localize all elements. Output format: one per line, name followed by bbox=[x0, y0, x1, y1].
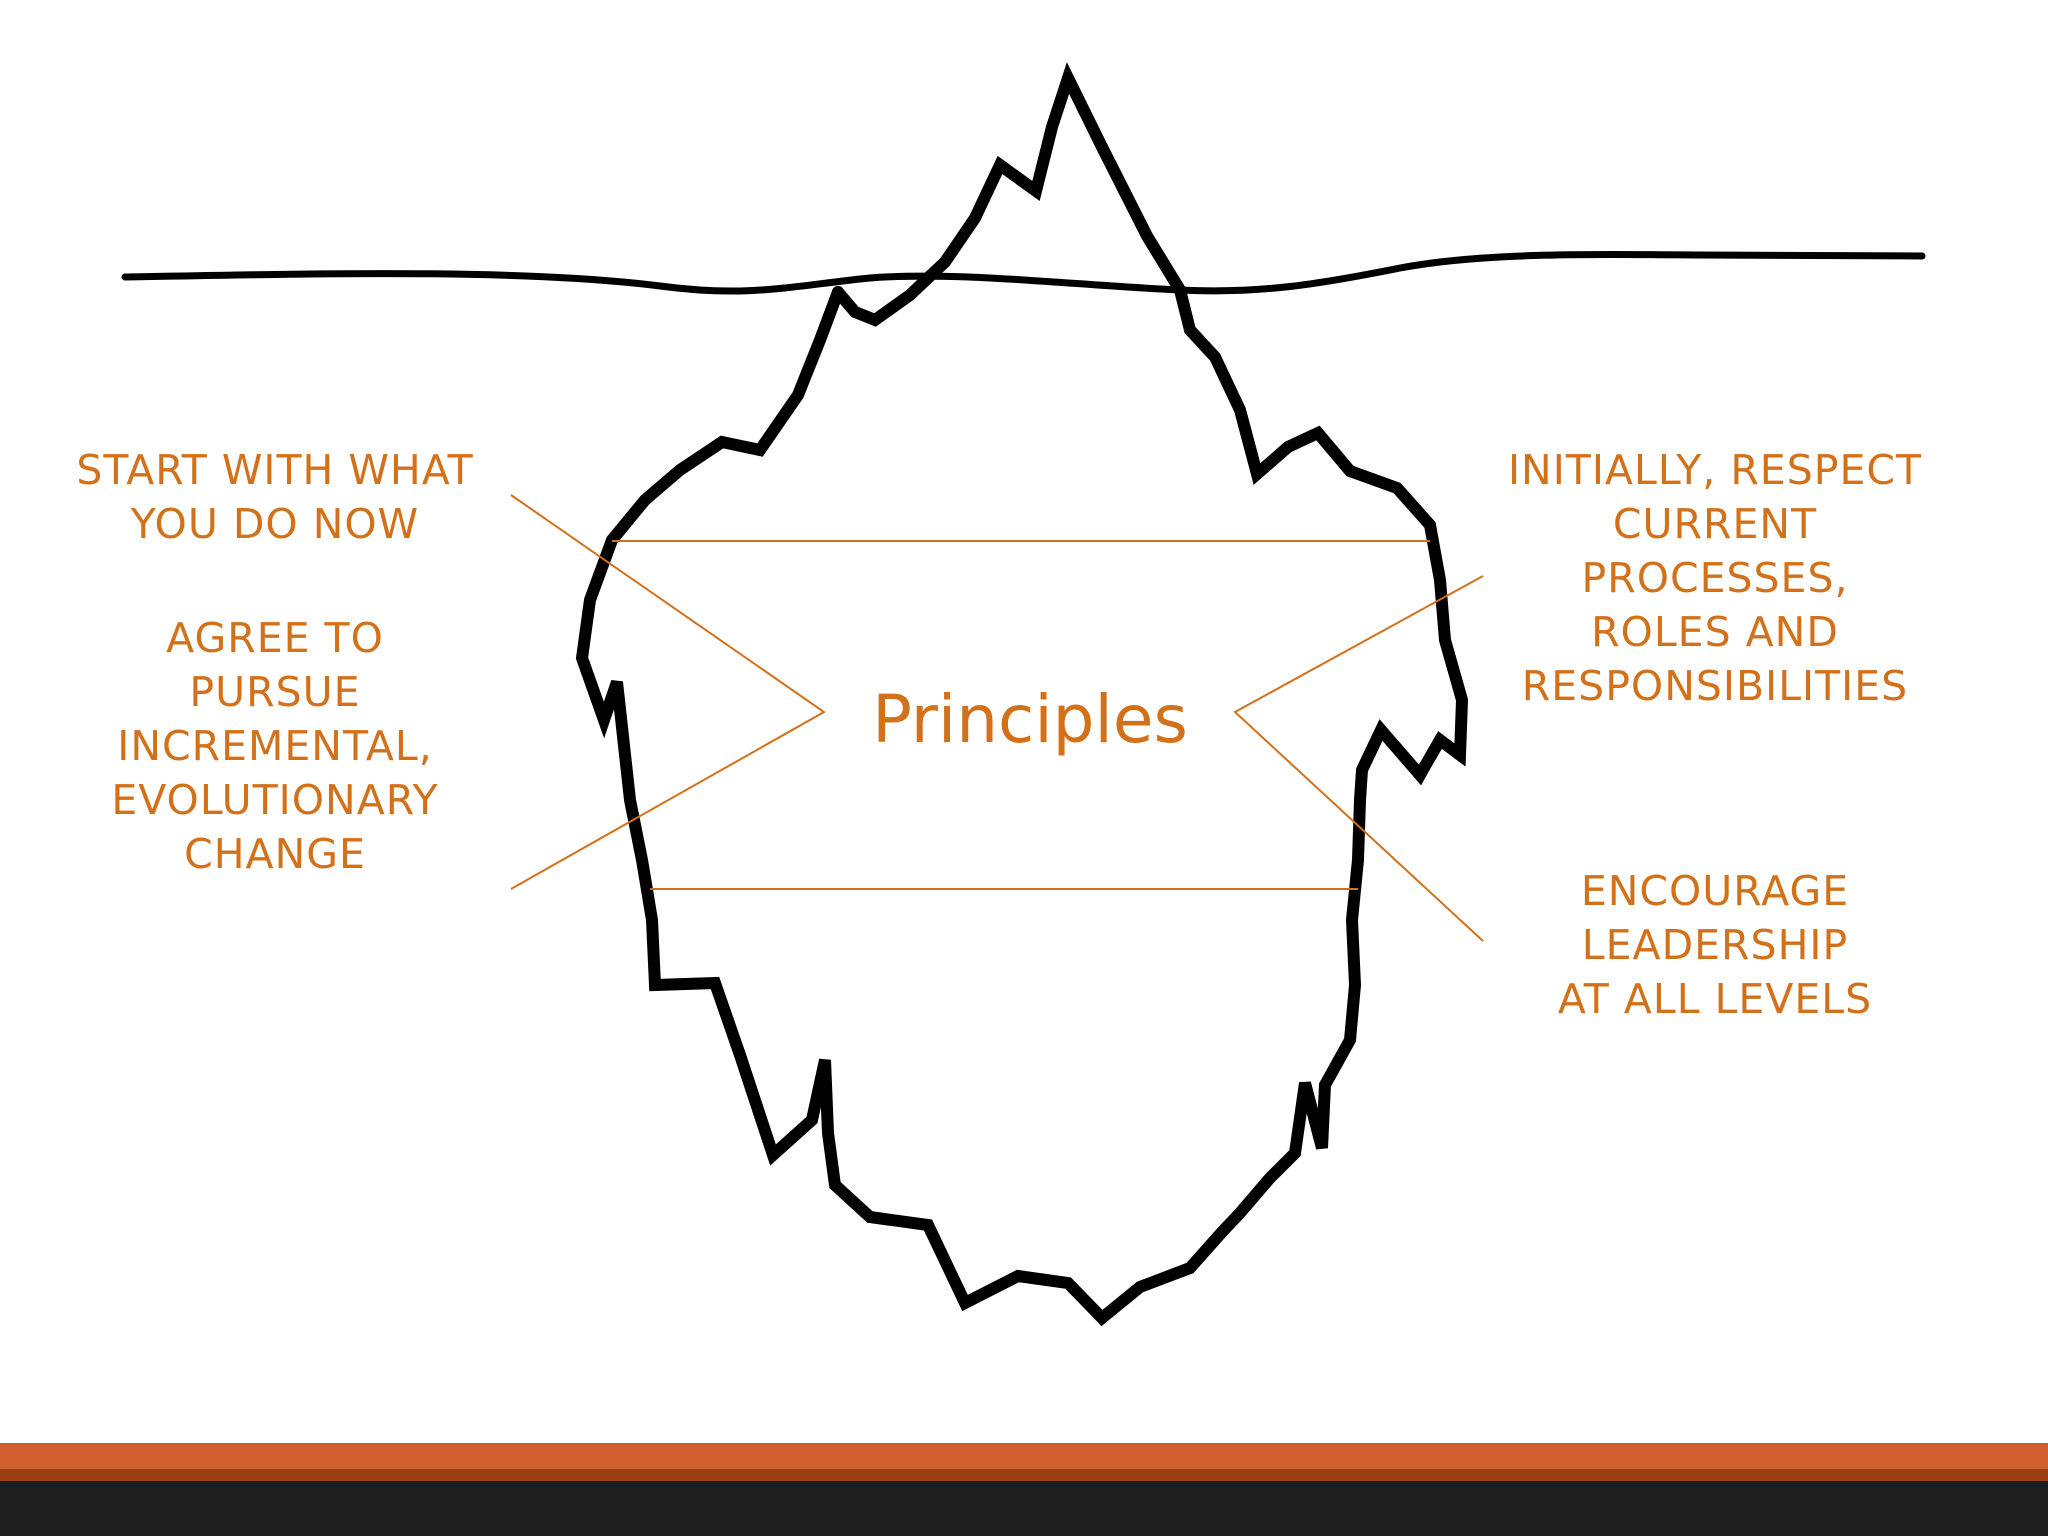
label-line: AGREE TO bbox=[166, 614, 384, 662]
iceberg-outline-icon bbox=[575, 284, 1469, 1327]
left-chevron bbox=[510, 494, 826, 890]
label-line: ROLES AND bbox=[1591, 608, 1839, 656]
label-start-with-what-you-do-now: START WITH WHAT YOU DO NOW bbox=[60, 443, 490, 551]
label-line: LEADERSHIP bbox=[1581, 921, 1849, 969]
label-line: CURRENT bbox=[1612, 500, 1818, 548]
label-line: CHANGE bbox=[184, 830, 366, 878]
footer-brown-band bbox=[0, 1469, 2048, 1481]
label-line: RESPONSIBILITIES bbox=[1521, 662, 1909, 710]
label-line: ENCOURAGE bbox=[1580, 867, 1850, 915]
label-encourage-leadership: ENCOURAGE LEADERSHIP AT ALL LEVELS bbox=[1500, 864, 1930, 1026]
label-line: START WITH WHAT bbox=[76, 446, 474, 494]
right-chevron bbox=[1233, 575, 1484, 942]
label-line: EVOLUTIONARY bbox=[111, 776, 439, 824]
label-initially-respect-current-processes: INITIALLY, RESPECT CURRENT PROCESSES, RO… bbox=[1500, 443, 1930, 713]
label-agree-to-pursue-incremental-change: AGREE TO PURSUE INCREMENTAL, EVOLUTIONAR… bbox=[60, 611, 490, 881]
footer-dark-band bbox=[0, 1481, 2048, 1536]
center-title: Principles bbox=[872, 681, 1188, 758]
iceberg-tip-icon bbox=[832, 62, 1186, 327]
connector-lines bbox=[510, 494, 1484, 942]
label-line: YOU DO NOW bbox=[130, 500, 420, 548]
label-line: PROCESSES, bbox=[1581, 554, 1849, 602]
label-line: INCREMENTAL, bbox=[117, 722, 433, 770]
label-line: AT ALL LEVELS bbox=[1557, 975, 1873, 1023]
label-line: PURSUE bbox=[189, 668, 361, 716]
label-line: INITIALLY, RESPECT bbox=[1507, 446, 1923, 494]
waterline bbox=[121, 251, 1926, 295]
footer-orange-band bbox=[0, 1443, 2048, 1469]
